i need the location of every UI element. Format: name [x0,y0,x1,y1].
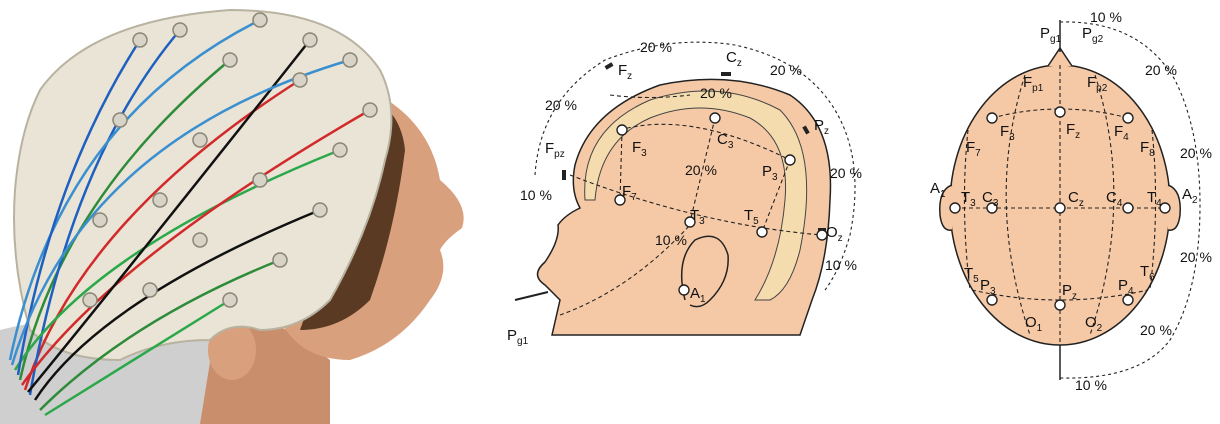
electrode-f3 [617,125,627,135]
cap-electrode [273,253,287,267]
cap-electrode [343,53,357,67]
cap-electrode [333,143,347,157]
side-percentage-label: 20 % [700,85,732,101]
electrode-label-a2: A2 [1182,186,1198,206]
cap-electrode [253,173,267,187]
electrode-a1 [679,285,689,295]
side-percentage-label: 10 % [520,187,552,203]
cap-electrode [153,193,167,207]
cap-electrode [293,73,307,87]
electrode-pz [1055,300,1065,310]
electrode-label-cz: Cz [726,49,742,69]
side-percentage-label: 10 % [825,257,857,273]
cap-electrode [113,113,127,127]
top-percentage-label: 20 % [1180,249,1212,265]
electrode-t5 [757,227,767,237]
top-percentage-label: 20 % [1145,62,1177,78]
cap-electrode [173,23,187,37]
electrode-cz [1055,203,1065,213]
cap-electrode [223,53,237,67]
side-percentage-label: 20 % [770,62,802,78]
electrode-f3 [987,113,997,123]
cap-electrode [83,293,97,307]
cap-electrode [313,203,327,217]
electrode-f4 [1123,113,1133,123]
pg1-line [515,292,548,300]
electrode-p3 [785,155,795,165]
cap-electrode [193,133,207,147]
electrode-label-fpz: Fpz [545,140,565,160]
side-percentage-label: 20 % [685,162,717,178]
electrode-t3 [950,203,960,213]
electrode-label-pg1: Pg1 [507,327,529,347]
cap-electrode [223,293,237,307]
cap-electrode [133,33,147,47]
cap-electrode [303,33,317,47]
top-percentage-label: 10 % [1090,9,1122,25]
electrode-label-a1: A1 [930,180,946,200]
cap-electrode [193,233,207,247]
eeg-cap-illustration [0,0,480,424]
eeg-cap-photo [0,0,480,424]
cap-electrode [363,103,377,117]
electrode-label-pg2: Pg2 [1082,25,1104,45]
top-percentage-label: 20 % [1140,322,1172,338]
side-percentage-label: 20 % [640,39,672,55]
electrode-c4 [1123,203,1133,213]
top-view-diagram: Pg1Pg2Fp1Fp2F7F3FzF4F8A1T3C3CzC4T4A2T5P3… [900,0,1220,424]
electrode-fz [1055,107,1065,117]
side-percentage-label: 20 % [545,97,577,113]
top-percentage-label: 10 % [1075,377,1107,393]
electrode-label-fz: Fz [618,62,632,82]
cap-electrode [143,283,157,297]
top-percentage-label: 20 % [1180,145,1212,161]
cap-electrode [93,213,107,227]
electrode-label-oz: Oz [826,224,843,244]
side-percentage-label: 20 % [830,165,862,181]
side-percentage-label: 10 % [655,232,687,248]
electrode-c3 [710,113,720,123]
electrode-label-pg1: Pg1 [1040,25,1062,45]
cap-electrode [253,13,267,27]
